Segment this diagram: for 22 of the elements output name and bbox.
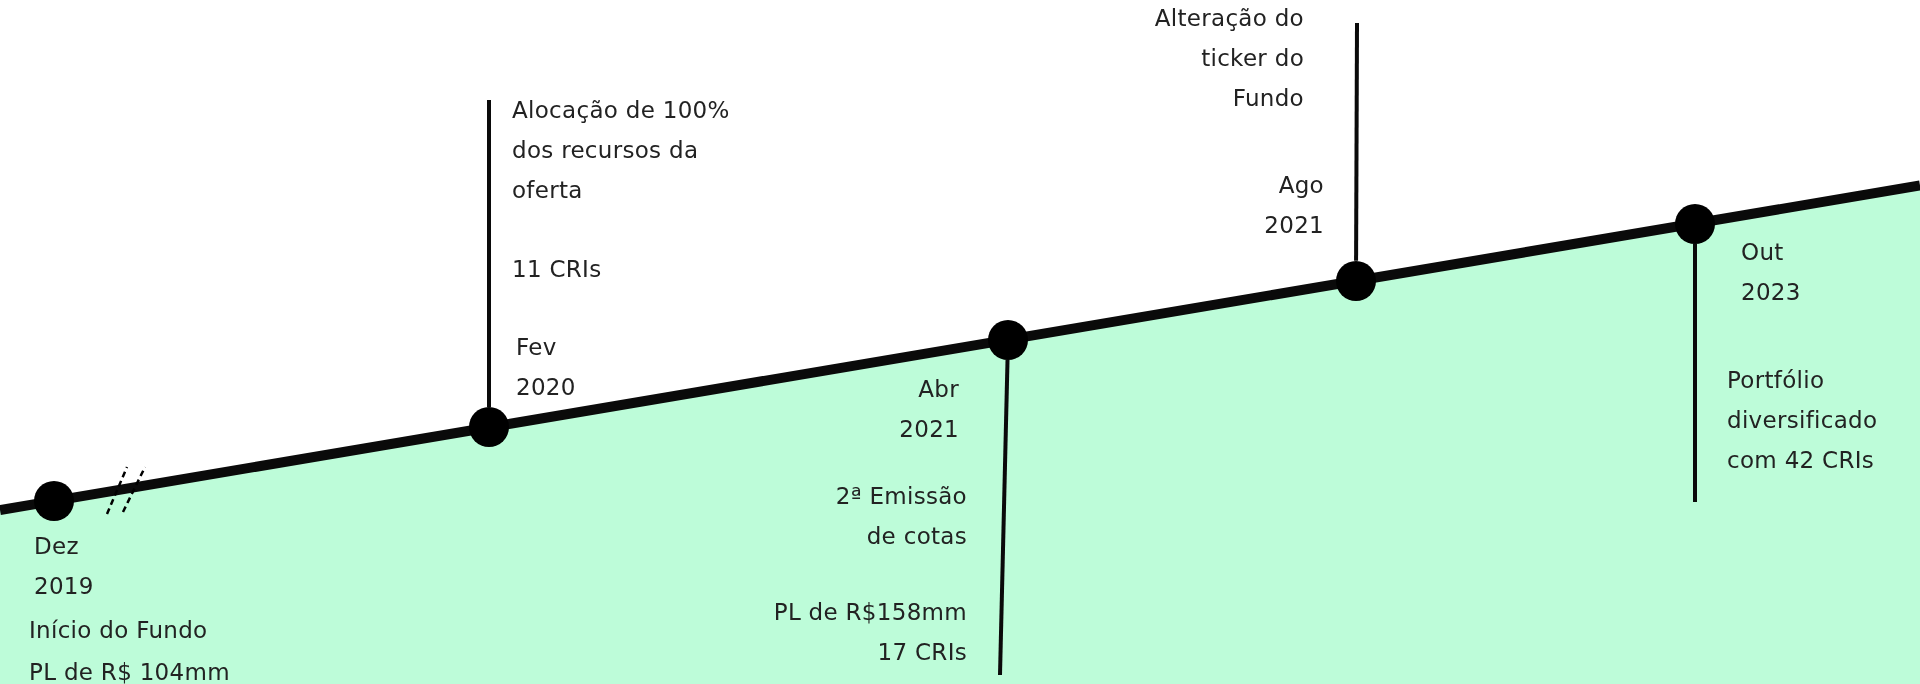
timeline-dot [34,480,74,521]
connector-line [487,100,491,408]
timeline-dot [1675,203,1715,244]
timeline-dot [988,319,1028,360]
event-text: Início do Fundo [29,616,209,645]
event-text: Portfólio diversificado com 42 CRIs [1727,366,1879,475]
timeline-dot [469,407,509,448]
connector-line [1354,23,1359,261]
connector-line [998,359,1010,676]
event-text: Alocação de 100% dos recursos da oferta [512,96,731,205]
event-text: PL de R$ 104mm [29,658,231,684]
date-label: Dez 2019 [34,532,95,601]
event-text: 11 CRIs [512,255,603,284]
connector-line [1693,243,1697,502]
event-text: PL de R$158mm 17 CRIs [772,598,967,667]
date-label: Fev 2020 [516,333,577,402]
date-label: Out 2023 [1741,238,1802,307]
event-text: 2ª Emissão de cotas [834,482,967,551]
date-label: Ago 2021 [1263,171,1324,240]
date-label: Abr 2021 [898,375,959,444]
event-text: Alteração do ticker do Fundo [1153,4,1304,113]
timeline-dot [1336,260,1376,301]
